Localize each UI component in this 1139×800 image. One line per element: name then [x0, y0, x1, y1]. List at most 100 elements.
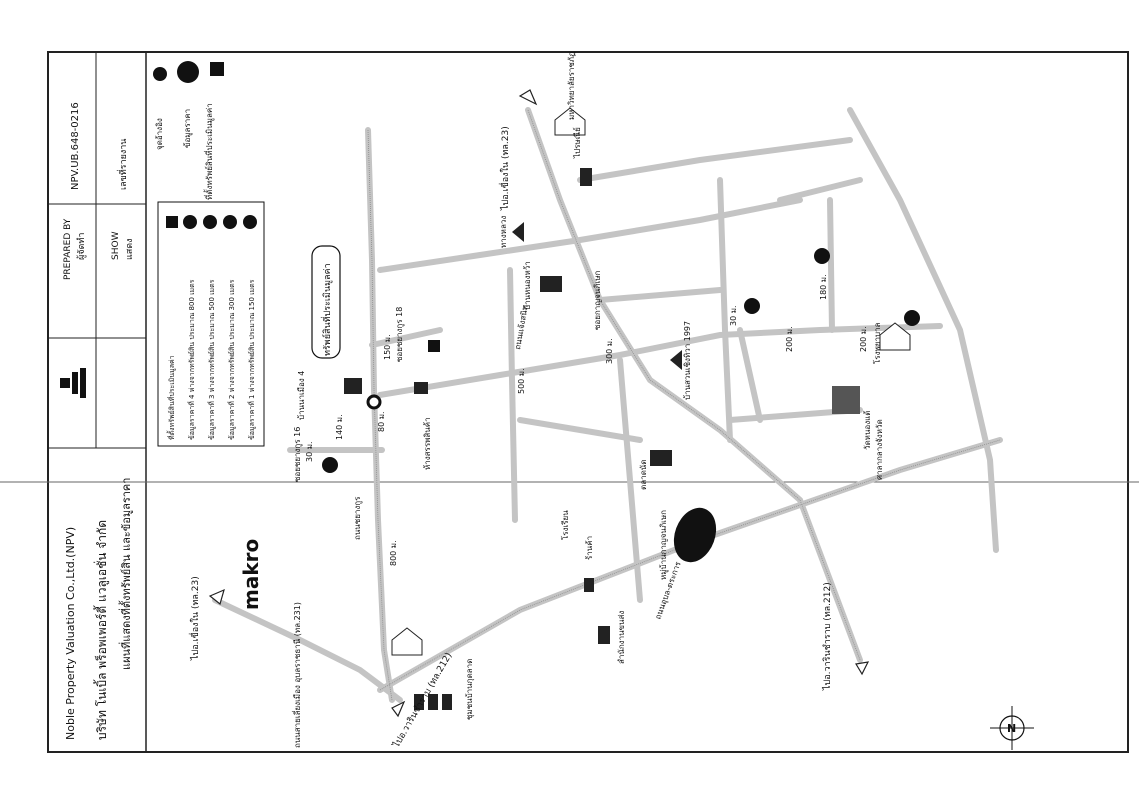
- legend-box-item-2: ข้อมูลราคาที่ 2 ห่างจากทรัพย์สิน ประมาณ …: [227, 279, 236, 440]
- npv-logo-icon: [60, 368, 86, 398]
- label-poi-office: สำนักงานขนส่ง: [617, 611, 626, 664]
- label-road-chayangkun: ถนนชยางกูร: [353, 496, 363, 540]
- road-inner-v3: [617, 357, 643, 603]
- label-poi-school2: โรงเรียน: [560, 510, 570, 540]
- comparable-marker-1: [322, 457, 338, 473]
- label-poi-kanchana: หมู่บ้านกาญจนภิเษก: [659, 510, 669, 580]
- label-poi-market: ตลาดนัด: [639, 460, 648, 490]
- label-dist-800: 800 ม.: [389, 540, 398, 566]
- title-legend-symbols: [153, 61, 224, 83]
- label-dist-30: 30 ม.: [305, 441, 314, 462]
- label-dist-140: 140 ม.: [335, 414, 344, 440]
- legend-box-item-3: ข้อมูลราคาที่ 3 ห่างจากทรัพย์สิน ประมาณ …: [207, 279, 216, 440]
- label-makro: makro: [239, 539, 263, 610]
- legend-subject-label: ที่ตั้งทรัพย์สินที่ประเมินมูลค่า: [203, 103, 215, 200]
- direction-arrows: [208, 89, 870, 718]
- legend-comp-label: ข้อมูลราคา: [183, 109, 193, 148]
- road-inner-h2: [517, 417, 643, 443]
- map-frame: [47, 51, 1129, 753]
- subject-marker: [428, 340, 440, 352]
- legend-box: [157, 201, 265, 447]
- legend-box-item-4: ข้อมูลราคาที่ 4 ห่างจากทรัพย์สิน ประมาณ …: [187, 279, 196, 440]
- label-poi-hotel: ชุมชนบ้านกุดลาด: [465, 659, 474, 720]
- road-cross-upper: [377, 197, 803, 273]
- label-poi-1997: บ้านสวนเชิงทิวา 1997: [683, 321, 692, 400]
- building-icons: [344, 168, 672, 710]
- road-right-edge: [847, 107, 999, 553]
- label-poi-gov: ศาลากลางจังหวัด: [875, 419, 884, 480]
- label-dest-bottom2: ถนนสายเลี่ยงเมือง อุบลราชธานี (ทล.231): [291, 602, 302, 748]
- comparable-marker-2: [744, 298, 760, 314]
- comparable-marker-4: [904, 310, 920, 326]
- label-subject-callout: ทรัพย์สินที่ประเมินมูลค่า: [320, 263, 333, 356]
- label-poi-village4: บ้านนาเมือง 4: [297, 371, 306, 420]
- label-poi-uni: มหาวิทยาลัยราชภัฏ: [567, 52, 576, 120]
- label-road-ubon: ถนนอุบล-ตระการ: [653, 560, 683, 621]
- label-poi-highway: ทางหลวง: [499, 216, 508, 248]
- legend-box-markers: [166, 215, 257, 229]
- map-title-th: แผนที่แสดงที่ตั้งทรัพย์สิน และข้อมูลราคา: [118, 478, 133, 670]
- arrow-left: [208, 588, 225, 606]
- road-network: [212, 107, 1003, 703]
- label-poi-mall: ห้างสรรพสินค้า: [423, 417, 432, 470]
- show-label-en: SHOW: [111, 231, 121, 260]
- flag-icon-2: [670, 350, 682, 370]
- comparable-marker-3: [814, 248, 830, 264]
- label-dist-200: 200 ม.: [785, 326, 794, 352]
- prepared-label-en: PREPARED BY: [63, 218, 73, 280]
- label-road-tangsang: ถนนแจ้งสนิท: [513, 304, 530, 350]
- arrow-top: [518, 89, 538, 106]
- label-compass: N: [1007, 722, 1016, 735]
- road-inner-v2: [507, 267, 518, 523]
- legend-box-item-5: ที่ตั้งทรัพย์สินที่ประเมินมูลค่า: [165, 355, 176, 440]
- road-v-inner5: [737, 327, 763, 423]
- arrow-right: [855, 661, 870, 676]
- label-dist-200b: 200 ม.: [859, 326, 868, 352]
- subject-callout-box: [311, 245, 341, 359]
- label-road-soi18: ซอยชยางกูร 18: [395, 307, 405, 362]
- lake-icon: [673, 507, 717, 563]
- label-dist-500: 500 ม.: [517, 368, 526, 394]
- label-road-soi: ซอยกาญจนภิเษก: [593, 270, 602, 330]
- label-dist-300: 300 ม.: [605, 338, 614, 364]
- label-dist-180: 180 ม.: [819, 274, 828, 300]
- road-right-h: [777, 177, 863, 203]
- legend-landmark-label: จุดอ้างอิง: [155, 118, 164, 150]
- road-cross-top: [577, 137, 853, 183]
- label-poi-shop: ร้านค้า: [585, 536, 594, 560]
- label-dist-30b: 30 ม.: [729, 305, 738, 326]
- label-road-soi16: ซอยชยางกูร 16: [293, 427, 303, 482]
- company-name-th: บริษัท โนเบิ้ล พร็อพเพอร์ตี้ แวลูเอชั่น …: [93, 520, 110, 740]
- job-number: NPV.UB.648-0216: [70, 102, 81, 190]
- label-poi-hosp: โรงพยาบาล: [872, 322, 882, 364]
- show-label-th: แสดง: [125, 238, 135, 260]
- temple-icon: [832, 386, 860, 414]
- road-diagonal-top: [525, 107, 863, 663]
- road-bypass: [212, 597, 403, 703]
- arrow-bottom: [391, 700, 406, 718]
- label-dest-top: ไปอ.เขื่องใน (ทล.23): [498, 126, 511, 211]
- legend-box-item-1: ข้อมูลราคาที่ 1 ห่างจากทรัพย์สิน ประมาณ …: [247, 279, 256, 440]
- flag-icon: [512, 222, 524, 242]
- label-poi-post: ไปรษณีย์: [572, 127, 582, 159]
- house-icons: [391, 107, 911, 656]
- label-dest-left: ไปอ.เขื่องใน (ทล.23): [188, 576, 201, 661]
- label-poi-temp: วัดหนองแต้: [863, 411, 872, 451]
- label-dist-80: 80 ม.: [377, 411, 386, 432]
- comparable-markers: [322, 248, 920, 473]
- label-dist-150: 150 ม.: [383, 334, 392, 360]
- label-dest-right: ไปอ.วารินชำราบ (ทล.212): [822, 582, 833, 691]
- road-cross-mid: [377, 323, 943, 398]
- company-name-en: Noble Property Valuation Co.,Ltd.(NPV): [64, 527, 77, 740]
- prepared-label-th: ผู้จัดทำ: [76, 233, 87, 260]
- road-v-inner4: [827, 197, 835, 333]
- road-ubon: [377, 437, 1003, 693]
- road-soi18: [369, 327, 443, 348]
- label-poi-school: บ้านหนองหว้า: [523, 261, 532, 310]
- road-inner-v1: [717, 177, 733, 443]
- landmark-marker: [366, 394, 382, 410]
- compass-icon: [990, 706, 1034, 750]
- road-inner-h1: [597, 287, 723, 303]
- job-number-label-th: เลขที่รายงาน: [116, 139, 129, 190]
